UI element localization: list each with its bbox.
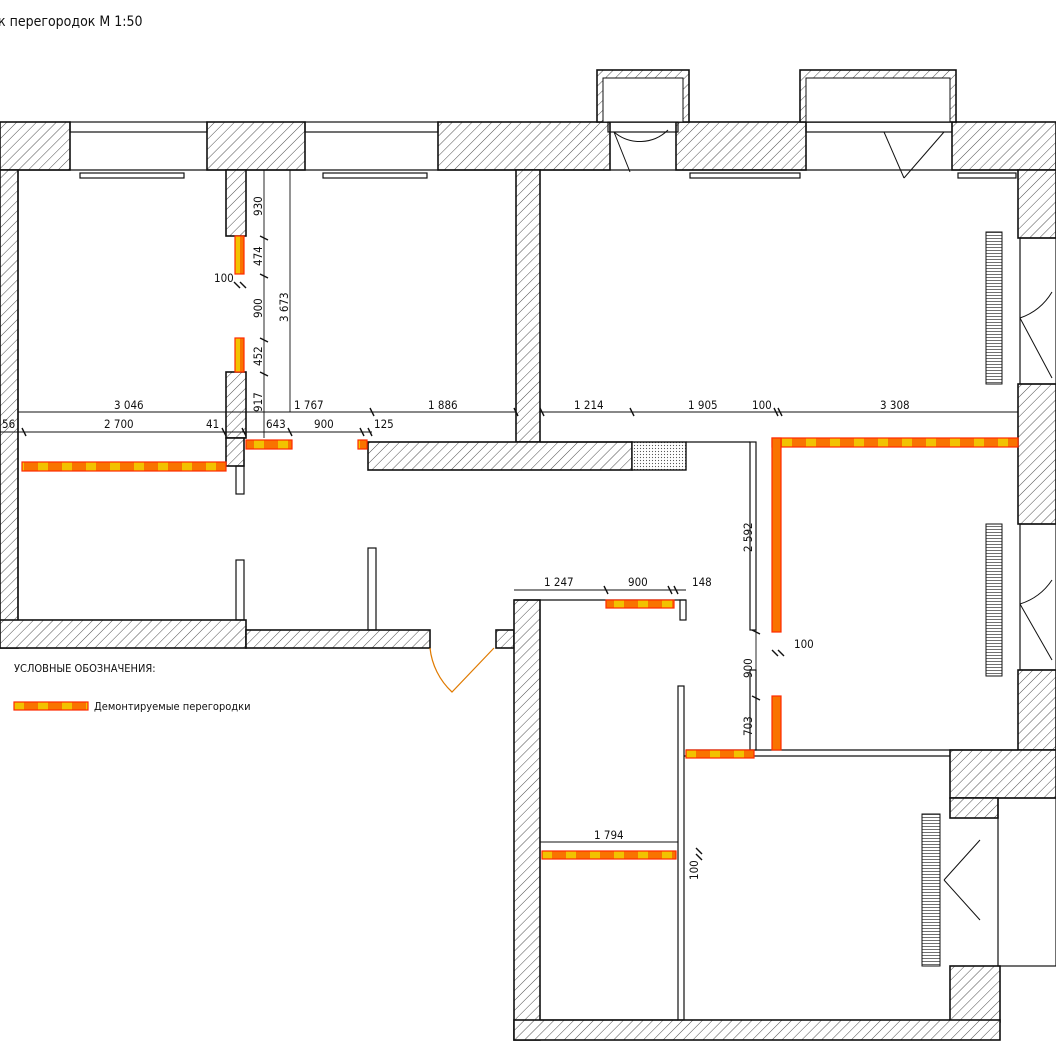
dim-917: 917 bbox=[251, 392, 265, 412]
dim-1247: 1 247 bbox=[544, 575, 574, 589]
legend-demolition-swatch bbox=[13, 701, 89, 711]
legend-demolition-label: Демонтируемые перегородки bbox=[94, 700, 251, 713]
dim-100a: 100 bbox=[752, 398, 772, 412]
dimension-lines bbox=[0, 170, 1018, 861]
dim-2592: 2 592 bbox=[741, 522, 755, 552]
legend-heading: УСЛОВНЫЕ ОБОЗНАЧЕНИЯ: bbox=[14, 662, 156, 675]
dim-41: 41 bbox=[206, 417, 219, 431]
demolished-partitions bbox=[21, 235, 1019, 860]
doors bbox=[429, 129, 1053, 921]
entrance-door bbox=[429, 647, 495, 693]
dim-452: 452 bbox=[251, 346, 265, 366]
dim-1886: 1 886 bbox=[428, 398, 458, 412]
dim-930: 930 bbox=[251, 196, 265, 216]
dim-474: 474 bbox=[251, 246, 265, 266]
dimension-labels: 3 046 56 2 700 41 643 1 767 900 125 1 88… bbox=[2, 271, 910, 842]
dim-1214: 1 214 bbox=[574, 398, 604, 412]
walls bbox=[0, 69, 1056, 1041]
dim-56: 56 bbox=[2, 417, 15, 431]
dim-148: 148 bbox=[692, 575, 712, 589]
dim-2700: 2 700 bbox=[104, 417, 134, 431]
dim-900v2: 900 bbox=[741, 658, 755, 678]
dim-1767: 1 767 bbox=[294, 398, 324, 412]
windows bbox=[69, 121, 1056, 967]
plan-title: к перегородок М 1:50 bbox=[0, 14, 143, 30]
dim-900v: 900 bbox=[251, 298, 265, 318]
dim-125: 125 bbox=[374, 417, 394, 431]
dim-900a: 900 bbox=[314, 417, 334, 431]
dim-3046: 3 046 bbox=[114, 398, 144, 412]
dim-703: 703 bbox=[741, 716, 755, 736]
dim-1794: 1 794 bbox=[594, 828, 624, 842]
dim-643: 643 bbox=[266, 417, 286, 431]
dim-1905: 1 905 bbox=[688, 398, 718, 412]
dimension-labels-vertical: 930 474 900 3 673 452 917 2 592 900 703 … bbox=[251, 196, 755, 880]
dim-3308: 3 308 bbox=[880, 398, 910, 412]
dim-100b: 100 bbox=[214, 271, 234, 285]
dim-3673: 3 673 bbox=[277, 292, 291, 322]
dim-900b: 900 bbox=[628, 575, 648, 589]
radiators bbox=[921, 231, 1003, 967]
legend: УСЛОВНЫЕ ОБОЗНАЧЕНИЯ: Демонтируемые пере… bbox=[13, 662, 251, 713]
dim-100c: 100 bbox=[794, 637, 814, 651]
dim-100d: 100 bbox=[687, 860, 701, 880]
